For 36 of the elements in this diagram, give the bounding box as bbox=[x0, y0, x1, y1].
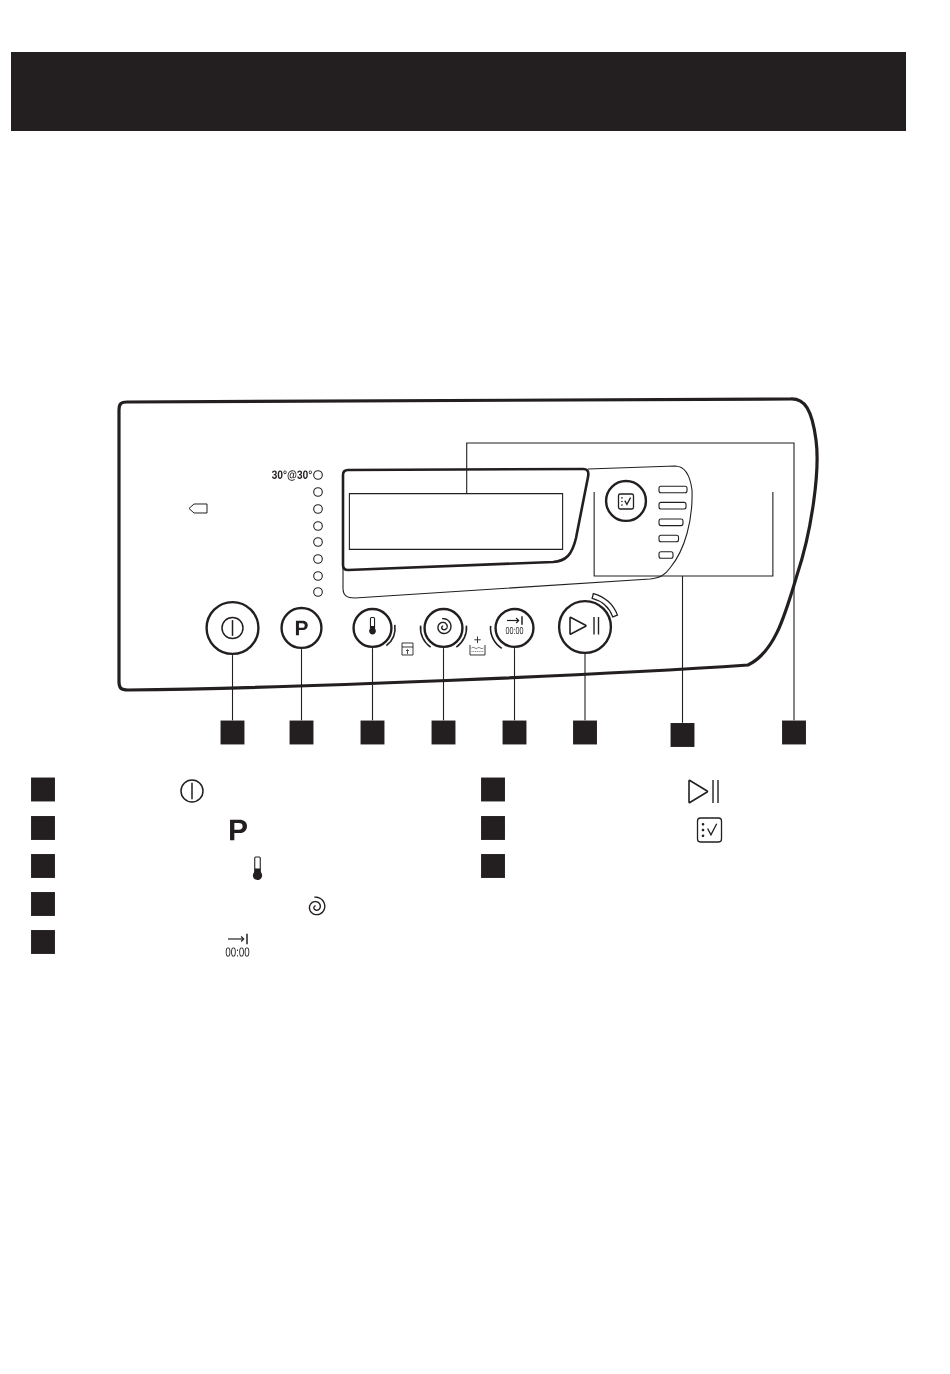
leader-line bbox=[466, 442, 795, 721]
leader-line bbox=[231, 654, 234, 721]
callout-marker bbox=[31, 777, 55, 802]
delay-button: 00:00 bbox=[489, 607, 535, 650]
button-symbol: P bbox=[230, 819, 247, 841]
leader-line bbox=[371, 647, 374, 721]
timer-text: 00:00 bbox=[225, 947, 250, 957]
power-button bbox=[205, 600, 260, 656]
callout-marker bbox=[289, 720, 314, 745]
callout-marker bbox=[31, 930, 55, 954]
program-button: P bbox=[280, 606, 323, 650]
callout-marker bbox=[481, 854, 505, 878]
option-button bbox=[604, 479, 648, 523]
spin-button bbox=[419, 607, 468, 649]
display-screen bbox=[348, 493, 564, 550]
start-pause-button bbox=[557, 592, 619, 655]
leader-line bbox=[681, 575, 684, 724]
callout-marker bbox=[431, 720, 456, 745]
leader-line bbox=[513, 647, 516, 721]
callout-marker bbox=[31, 816, 55, 840]
leader-line bbox=[300, 648, 303, 721]
leader-line bbox=[584, 653, 586, 721]
callout-marker bbox=[31, 892, 55, 916]
indicator-label: 30°@30° bbox=[271, 470, 312, 481]
callout-marker bbox=[782, 720, 806, 745]
callout-marker bbox=[502, 720, 527, 745]
callout-marker bbox=[360, 720, 385, 745]
callout-marker bbox=[573, 720, 597, 745]
callout-marker bbox=[31, 854, 55, 878]
bracket bbox=[593, 491, 774, 577]
temperature-button bbox=[352, 607, 396, 649]
callout-marker bbox=[220, 720, 245, 745]
callout-marker bbox=[670, 723, 695, 747]
callout-marker bbox=[481, 816, 505, 840]
callout-marker bbox=[481, 777, 505, 802]
leader-line bbox=[442, 647, 445, 721]
